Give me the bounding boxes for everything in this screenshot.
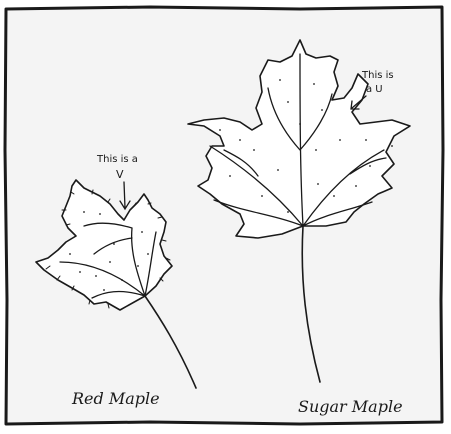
red-maple-note-letter: V: [116, 168, 124, 181]
red-maple-note: This is a: [96, 154, 138, 165]
sugar-maple-note-line2: a U: [366, 84, 383, 95]
sugar-maple-note-line1: This is: [361, 70, 394, 81]
red-maple-label: Red Maple: [71, 389, 160, 408]
sugar-maple-label: Sugar Maple: [298, 397, 403, 416]
